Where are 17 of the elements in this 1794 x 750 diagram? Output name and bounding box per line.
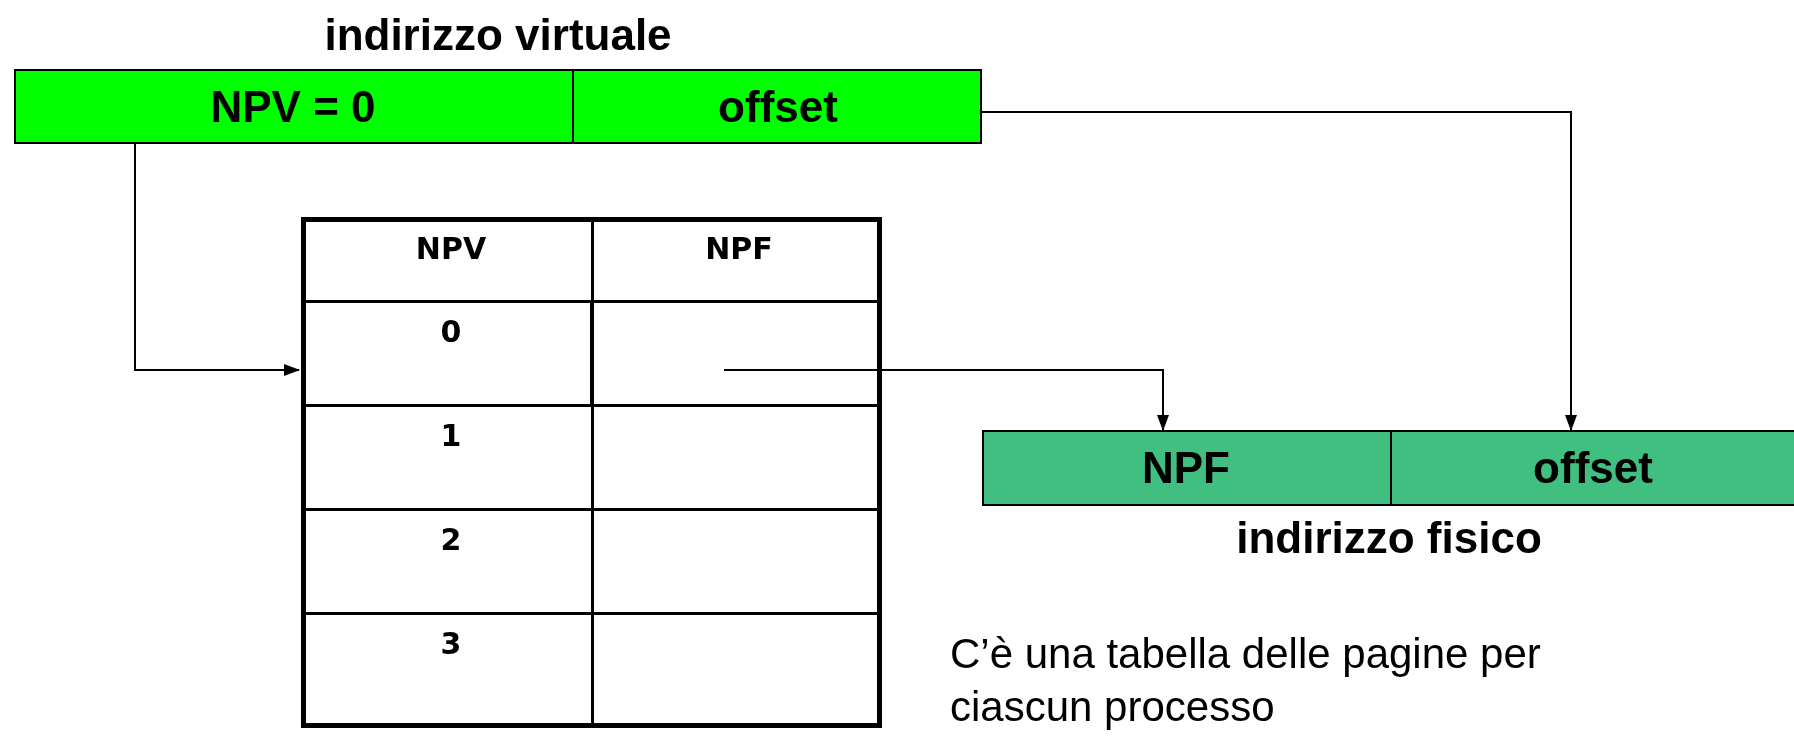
address-title: indirizzo fisico: [1236, 516, 1542, 560]
field-label: offset: [1533, 446, 1653, 490]
field-label: offset: [718, 84, 838, 129]
field-label: NPV = 0: [210, 84, 376, 129]
table-cell-text: 0: [439, 317, 463, 347]
table-cell-text: 2: [439, 525, 463, 555]
arrow: [134, 143, 300, 376]
table-cell-text: 1: [439, 421, 463, 451]
arrow: [981, 111, 1577, 431]
table-cell-text: NPF: [704, 234, 774, 264]
address-title: indirizzo virtuale: [324, 13, 672, 57]
field-label: NPF: [1142, 446, 1230, 490]
table-cell-text: 3: [439, 629, 463, 659]
note-text: C’è una tabella delle pagine per ciascun processo: [950, 629, 1542, 732]
arrow: [723, 369, 1169, 431]
page-table: [301, 217, 882, 728]
table-cell-text: NPV: [414, 234, 488, 264]
